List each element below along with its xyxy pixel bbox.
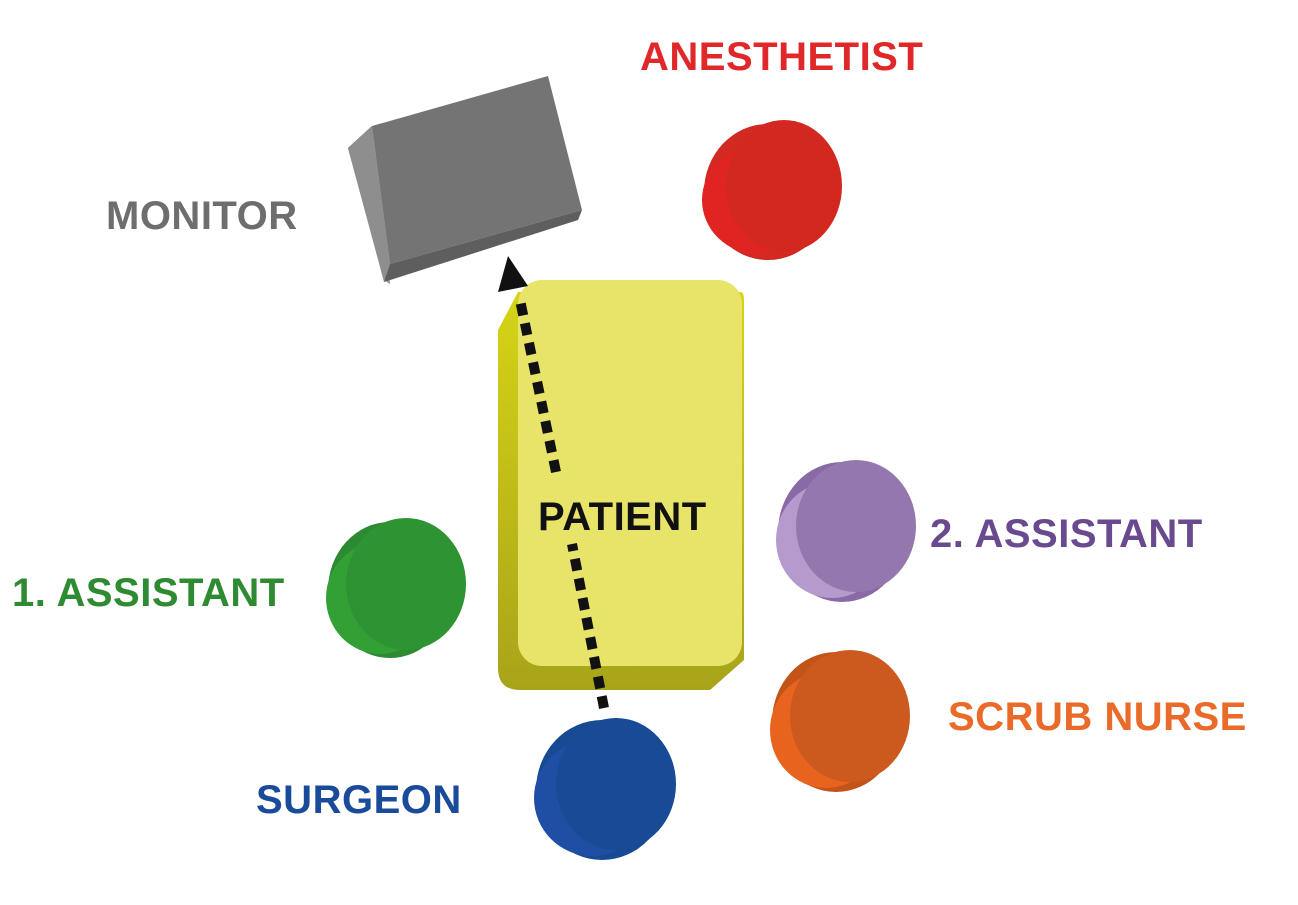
sightline-dotted-arrow-icon bbox=[498, 256, 609, 709]
assistant-1-cylinder-icon bbox=[326, 518, 466, 658]
monitor-box-icon bbox=[348, 76, 582, 284]
assistant-1-label: 1. ASSISTANT bbox=[12, 571, 285, 615]
assistant-2-cylinder-icon bbox=[776, 460, 916, 602]
assistant-2-label: 2. ASSISTANT bbox=[930, 512, 1203, 556]
patient-table bbox=[498, 280, 744, 690]
scrub-nurse-cylinder-icon bbox=[770, 650, 910, 792]
patient-label: PATIENT bbox=[538, 495, 707, 539]
monitor-label: MONITOR bbox=[106, 194, 298, 238]
anesthetist-cylinder-icon bbox=[702, 120, 842, 260]
surgeon-cylinder-icon bbox=[534, 718, 676, 860]
scrub-nurse-label: SCRUB NURSE bbox=[948, 695, 1247, 739]
surgeon-label: SURGEON bbox=[256, 778, 462, 822]
anesthetist-label: ANESTHETIST bbox=[640, 35, 924, 79]
